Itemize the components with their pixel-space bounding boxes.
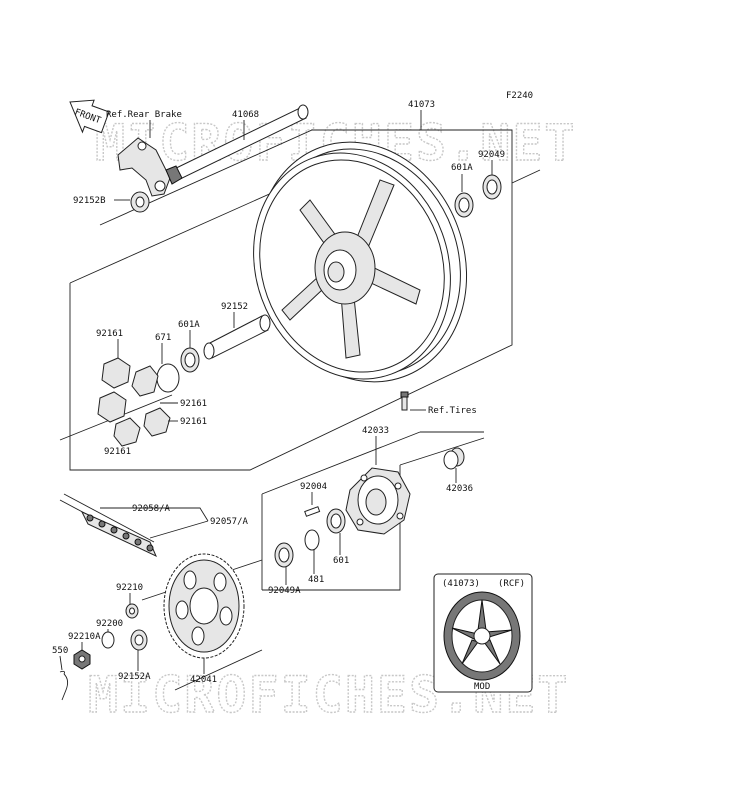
label-671: 671	[155, 333, 171, 343]
seal-92049	[482, 174, 502, 200]
label-92200: 92200	[96, 619, 123, 629]
label-92004: 92004	[300, 482, 327, 492]
inset-variant: (RCF)	[498, 579, 525, 589]
label-92152b: 92152B	[73, 196, 106, 206]
inset-part: (41073)	[442, 579, 480, 589]
label-42041: 42041	[190, 675, 217, 685]
label-42033: 42033	[362, 426, 389, 436]
bearing-601a-mid	[180, 347, 200, 373]
ref-tires: Ref.Tires	[428, 406, 477, 416]
label-92058a: 92058/A	[132, 504, 171, 514]
label-92152: 92152	[221, 302, 248, 312]
ref-rear-brake: Ref.Rear Brake	[106, 110, 182, 120]
label-92161-a: 92161	[96, 329, 123, 339]
label-481: 481	[308, 575, 324, 585]
label-41068: 41068	[232, 110, 259, 120]
label-550: 550	[52, 646, 68, 656]
label-41073: 41073	[408, 100, 435, 110]
coupling-42033	[345, 467, 411, 535]
axle	[165, 104, 309, 185]
label-92210: 92210	[116, 583, 143, 593]
stud-92004	[304, 506, 321, 517]
collar-42036	[443, 447, 465, 470]
snap-ring-481	[304, 529, 320, 551]
label-601a-top: 601A	[451, 163, 473, 173]
front-arrow-icon: FRONT	[69, 99, 110, 134]
collar-92152b	[130, 191, 150, 213]
boundary-lines	[59, 129, 541, 691]
inset-mod: (41073) (RCF) MOD	[433, 573, 533, 693]
label-92049a: 92049A	[268, 586, 301, 596]
label-601a-mid: 601A	[178, 320, 200, 330]
figure-code: F2240	[506, 91, 533, 101]
rear-wheel	[253, 141, 468, 383]
seal-92049a	[274, 542, 294, 568]
label-92049: 92049	[478, 150, 505, 160]
o-ring-671	[156, 363, 180, 393]
label-92152a: 92152A	[118, 672, 151, 682]
label-42036: 42036	[446, 484, 473, 494]
label-92057a: 92057/A	[210, 517, 249, 527]
nut-92210	[125, 603, 139, 619]
caliper-bracket	[117, 137, 171, 197]
dampers-92161	[97, 357, 171, 447]
bearing-601	[326, 508, 346, 534]
bearing-601a-top	[454, 192, 474, 218]
collar-92152a	[130, 629, 148, 651]
label-92161-b: 92161	[180, 399, 207, 409]
inset-caption: MOD	[474, 682, 490, 692]
label-92210a: 92210A	[68, 632, 101, 642]
nut-92210a	[73, 649, 91, 670]
washer-92200	[101, 631, 115, 649]
valve-stem	[400, 391, 409, 411]
label-92161-c: 92161	[180, 417, 207, 427]
sprocket-42041	[163, 553, 245, 659]
drive-chain	[59, 493, 157, 558]
cotter-pin-550	[59, 670, 69, 701]
label-92161-d: 92161	[104, 447, 131, 457]
collar-92152	[203, 314, 271, 360]
label-601: 601	[333, 556, 349, 566]
